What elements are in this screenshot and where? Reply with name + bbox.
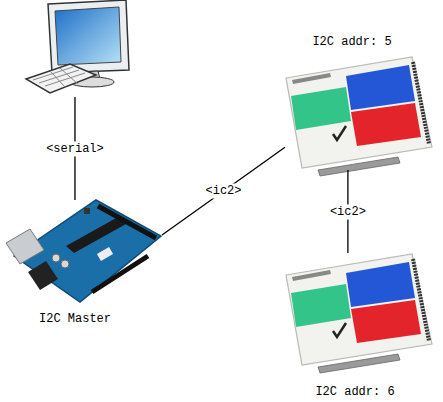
keyboard: [26, 64, 96, 93]
pin-header: [92, 256, 148, 292]
rainbowduino-board: [286, 57, 432, 176]
monitor-screen: [55, 7, 121, 65]
computer-node: [25, 0, 130, 97]
reset-button: [84, 208, 90, 214]
usb-connector: [6, 229, 44, 264]
master-board-node: I2C Master: [6, 200, 162, 302]
capacitor: [61, 260, 69, 268]
microcontroller-chip: [66, 217, 126, 253]
capacitor: [52, 254, 60, 262]
i2c-link: [162, 147, 285, 235]
link-label: <ic2>: [328, 204, 368, 219]
pin-header: [98, 206, 156, 238]
power-jack: [28, 261, 58, 290]
slave-board-node: I2C addr: 5: [285, 56, 433, 170]
monitor-frame: [48, 0, 129, 73]
arduino-board: [6, 200, 161, 302]
link-label: <serial>: [44, 141, 106, 156]
i2c-address: I2C addr: 5: [312, 35, 391, 49]
board-label: [97, 247, 113, 261]
board-caption: I2C Master: [39, 312, 111, 326]
keyboard-keys: [33, 67, 85, 88]
slave-board-node: I2C addr: 6: [285, 253, 433, 367]
i2c-address: I2C addr: 6: [315, 385, 394, 399]
link-label: <ic2>: [203, 184, 243, 199]
rainbowduino-board: [286, 254, 432, 373]
computer-icon: [26, 0, 129, 93]
